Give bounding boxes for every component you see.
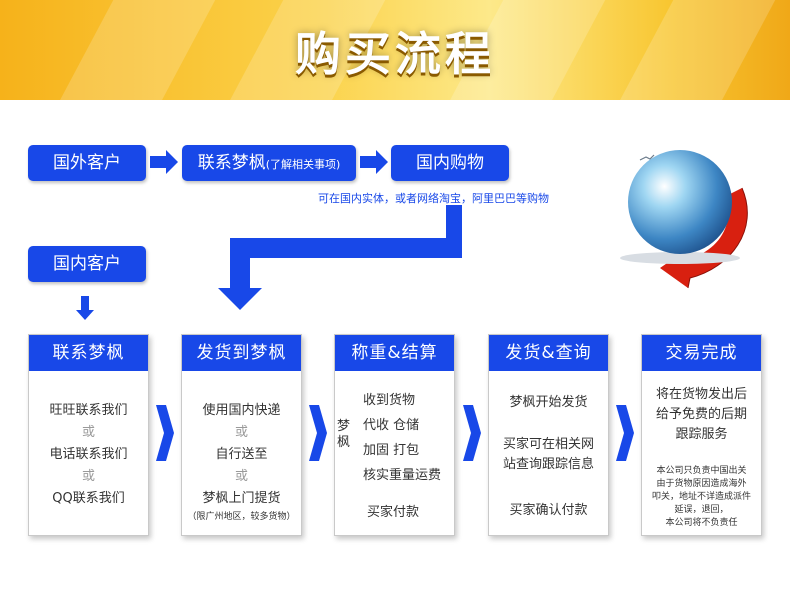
step-line: 叩关，地址不详造成派件 <box>642 489 761 502</box>
step-title: 发货到梦枫 <box>182 335 301 371</box>
step-title: 交易完成 <box>642 335 761 371</box>
step-line: 电话联系我们 <box>29 443 148 462</box>
step-line: 站查询跟踪信息 <box>489 453 608 472</box>
step-line: 买家付款 <box>367 501 486 520</box>
step-title: 联系梦枫 <box>29 335 148 371</box>
step-line: 或 <box>29 421 148 440</box>
step-title: 称重&结算 <box>335 335 454 371</box>
step-line: 本公司将不负责任 <box>642 515 761 528</box>
step-line: 或 <box>182 421 301 440</box>
step-card-weigh: 称重&结算 梦枫 收到货物 代收 仓储 加固 打包 核实重量运费 买家付款 <box>334 334 455 536</box>
step-line: 买家可在相关网 <box>489 433 608 452</box>
step-line: （限广州地区，较多货物） <box>182 509 301 522</box>
step-line: 或 <box>29 465 148 484</box>
contact-main-text: 联系梦枫 <box>198 153 266 173</box>
step-line: 梦枫上门提货 <box>182 487 301 506</box>
step-line: 由于货物原因造成海外 <box>642 476 761 489</box>
step-card-deliver: 发货&查询 梦枫开始发货 买家可在相关网 站查询跟踪信息 买家确认付款 <box>488 334 609 536</box>
step-line: 加固 打包 <box>363 439 482 458</box>
step-card-contact: 联系梦枫 旺旺联系我们 或 电话联系我们 或 QQ联系我们 <box>28 334 149 536</box>
step-line: 自行送至 <box>182 443 301 462</box>
step-line: 本公司只负责中国出关 <box>642 463 761 476</box>
step-line: 收到货物 <box>363 389 482 408</box>
contact-sub-text: (了解相关事项) <box>266 158 341 171</box>
step-line: 给予免费的后期 <box>642 403 761 422</box>
step-line: 跟踪服务 <box>642 423 761 442</box>
foreign-customer-label: 国外客户 <box>28 145 146 181</box>
step-line: 将在货物发出后 <box>642 383 761 402</box>
step-line: QQ联系我们 <box>29 487 148 506</box>
domestic-customer-label: 国内客户 <box>28 246 146 282</box>
step-line: 使用国内快递 <box>182 399 301 418</box>
step-line: 延误，退回， <box>642 502 761 515</box>
step-line: 买家确认付款 <box>489 499 608 518</box>
step-line: 旺旺联系我们 <box>29 399 148 418</box>
contact-info-label: 联系梦枫(了解相关事项) <box>182 145 356 181</box>
globe-icon <box>628 150 732 254</box>
step-card-ship-to: 发货到梦枫 使用国内快递 或 自行送至 或 梦枫上门提货 （限广州地区，较多货物… <box>181 334 302 536</box>
step-line: 核实重量运费 <box>363 464 482 483</box>
step-card-complete: 交易完成 将在货物发出后 给予免费的后期 跟踪服务 本公司只负责中国出关 由于货… <box>641 334 762 536</box>
step-line: 或 <box>182 465 301 484</box>
domestic-shopping-label: 国内购物 <box>391 145 509 181</box>
shopping-note: 可在国内实体，或者网络淘宝，阿里巴巴等购物 <box>318 190 549 206</box>
step-line: 梦枫开始发货 <box>489 391 608 410</box>
side-label: 梦枫 <box>337 419 351 451</box>
step-line: 代收 仓储 <box>363 414 482 433</box>
step-title: 发货&查询 <box>489 335 608 371</box>
